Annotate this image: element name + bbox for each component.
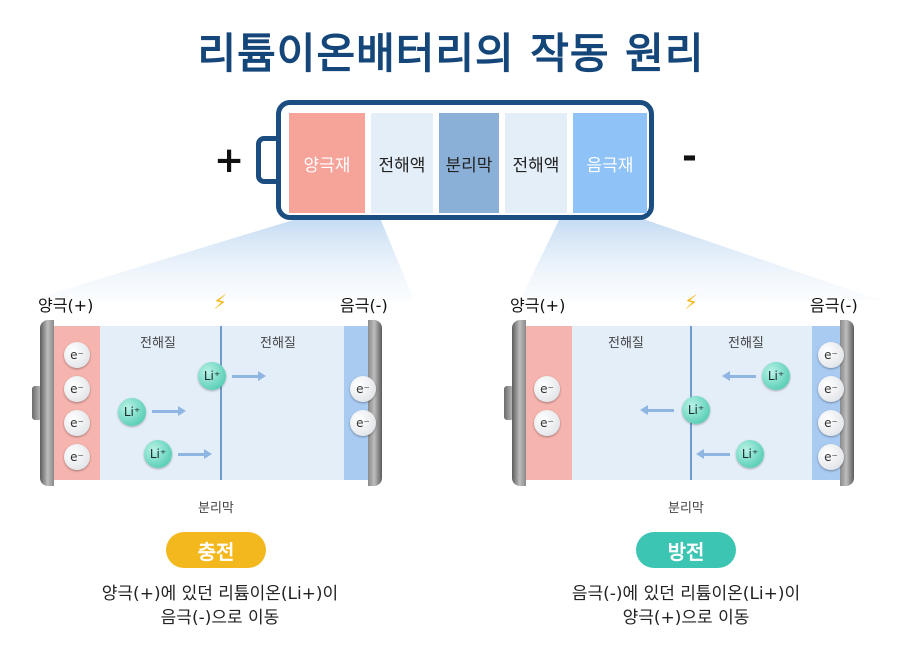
terminal-knob — [504, 386, 514, 420]
electron: e⁻ — [350, 410, 376, 436]
electron: e⁻ — [534, 410, 560, 436]
discharge-desc-line1: 음극(-)에 있던 리튬이온(Li+)이 — [571, 584, 801, 604]
arrow-right — [152, 406, 186, 416]
electrolyte-label-right: 전해질 — [728, 336, 764, 351]
plus-sign: + — [214, 140, 245, 181]
lithium-ion: Li⁺ — [144, 440, 172, 468]
segment-separator: 분리막 — [439, 113, 499, 213]
electron: e⁻ — [64, 342, 90, 368]
charge-battery: 전해질 전해질 e⁻ e⁻ e⁻ e⁻ e⁻ e⁻ Li⁺ Li⁺ Li⁺ — [32, 320, 382, 486]
charge-description: 양극(+)에 있던 리튬이온(Li+)이 음극(-)으로 이동 — [60, 582, 380, 630]
discharge-description: 음극(-)에 있던 리튬이온(Li+)이 양극(+)으로 이동 — [526, 582, 846, 630]
anode-region — [344, 326, 368, 480]
discharge-separator-label: 분리막 — [668, 501, 704, 516]
discharge-battery: 전해질 전해질 e⁻ e⁻ e⁻ e⁻ e⁻ e⁻ Li⁺ Li⁺ Li⁺ — [504, 320, 854, 486]
electrolyte-label-left: 전해질 — [608, 336, 644, 351]
left-cap — [512, 320, 526, 486]
segment-electrolyte-right: 전해액 — [505, 113, 567, 213]
arrow-right — [232, 371, 266, 381]
discharge-positive-label: 양극(+) — [510, 296, 566, 315]
arrow-left — [696, 449, 730, 459]
charge-separator-label: 분리막 — [198, 501, 234, 516]
page-title: 리튬이온배터리의 작동 원리 — [197, 29, 705, 78]
arrow-left — [722, 371, 756, 381]
discharge-badge: 방전 — [636, 532, 736, 568]
electron: e⁻ — [818, 376, 844, 402]
electron: e⁻ — [64, 410, 90, 436]
electron: e⁻ — [64, 444, 90, 470]
discharge-negative-label: 음극(-) — [810, 296, 858, 315]
charge-positive-label: 양극(+) — [38, 296, 94, 315]
lithium-ion: Li⁺ — [736, 440, 764, 468]
separator-line — [220, 326, 222, 480]
electron: e⁻ — [64, 376, 90, 402]
discharge-bolt-icon: ⚡ — [684, 290, 699, 314]
lithium-ion: Li⁺ — [198, 362, 226, 390]
arrow-left — [640, 405, 674, 415]
segment-anode: 음극재 — [573, 113, 647, 213]
left-cap — [40, 320, 54, 486]
electron: e⁻ — [534, 376, 560, 402]
segment-electrolyte-left: 전해액 — [371, 113, 433, 213]
electrolyte-label-left: 전해질 — [140, 336, 176, 351]
lithium-ion: Li⁺ — [118, 398, 146, 426]
charge-bolt-icon: ⚡ — [213, 290, 228, 314]
electron: e⁻ — [818, 410, 844, 436]
electron: e⁻ — [818, 444, 844, 470]
charge-desc-line1: 양극(+)에 있던 리튬이온(Li+)이 — [101, 584, 339, 604]
charge-badge: 충전 — [166, 532, 266, 568]
segment-cathode: 양극재 — [289, 113, 365, 213]
cathode-region — [526, 326, 572, 480]
discharge-desc-line2: 양극(+)으로 이동 — [622, 608, 750, 628]
charge-negative-label: 음극(-) — [340, 296, 388, 315]
right-cap — [840, 320, 854, 486]
electron: e⁻ — [350, 376, 376, 402]
lithium-ion: Li⁺ — [762, 362, 790, 390]
electron: e⁻ — [818, 342, 844, 368]
arrow-right — [178, 449, 212, 459]
battery-diagram: 양극재 전해액 분리막 전해액 음극재 — [276, 100, 654, 220]
right-cap — [368, 320, 382, 486]
minus-sign: - — [682, 136, 697, 177]
charge-desc-line2: 음극(-)으로 이동 — [160, 608, 280, 628]
terminal-knob — [32, 386, 42, 420]
electrolyte-label-right: 전해질 — [260, 336, 296, 351]
lithium-ion: Li⁺ — [682, 396, 710, 424]
